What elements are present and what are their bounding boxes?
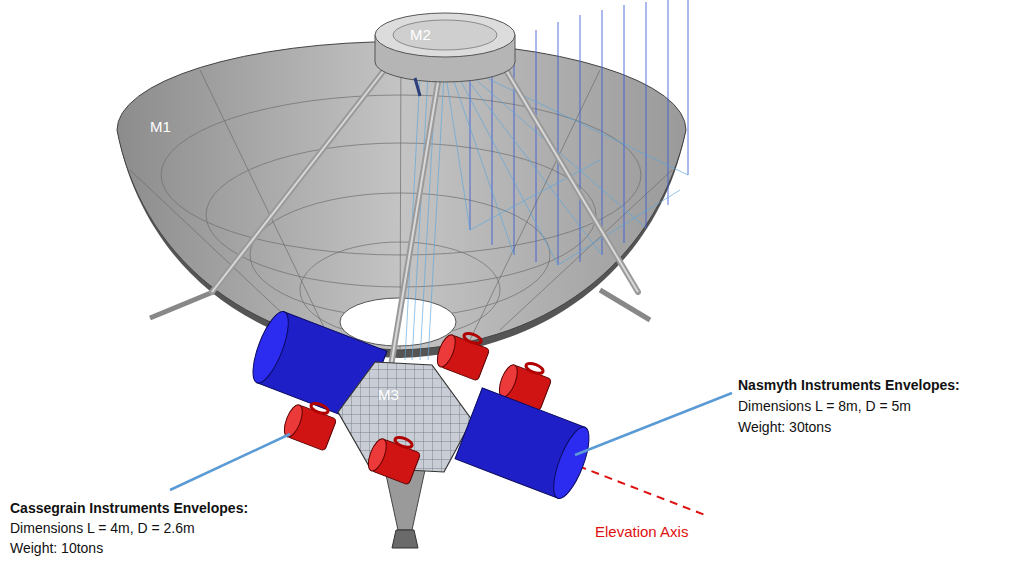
callout-heading: Cassegrain Instruments Envelopes: (10, 500, 248, 517)
dimension-note: Dimensions L = 4m, D = 2.6m (10, 520, 195, 537)
mirror-label: M3 (378, 386, 399, 403)
weight-note: Weight: 30tons (738, 419, 831, 436)
callout-heading: Nasmyth Instruments Envelopes: (738, 377, 960, 394)
mirror-label: M1 (150, 118, 171, 135)
weight-note: Weight: 10tons (10, 540, 103, 557)
dimension-note: Dimensions L = 8m, D = 5m (738, 398, 911, 415)
axis-label: Elevation Axis (595, 523, 688, 540)
mirror-label: M2 (410, 26, 431, 43)
